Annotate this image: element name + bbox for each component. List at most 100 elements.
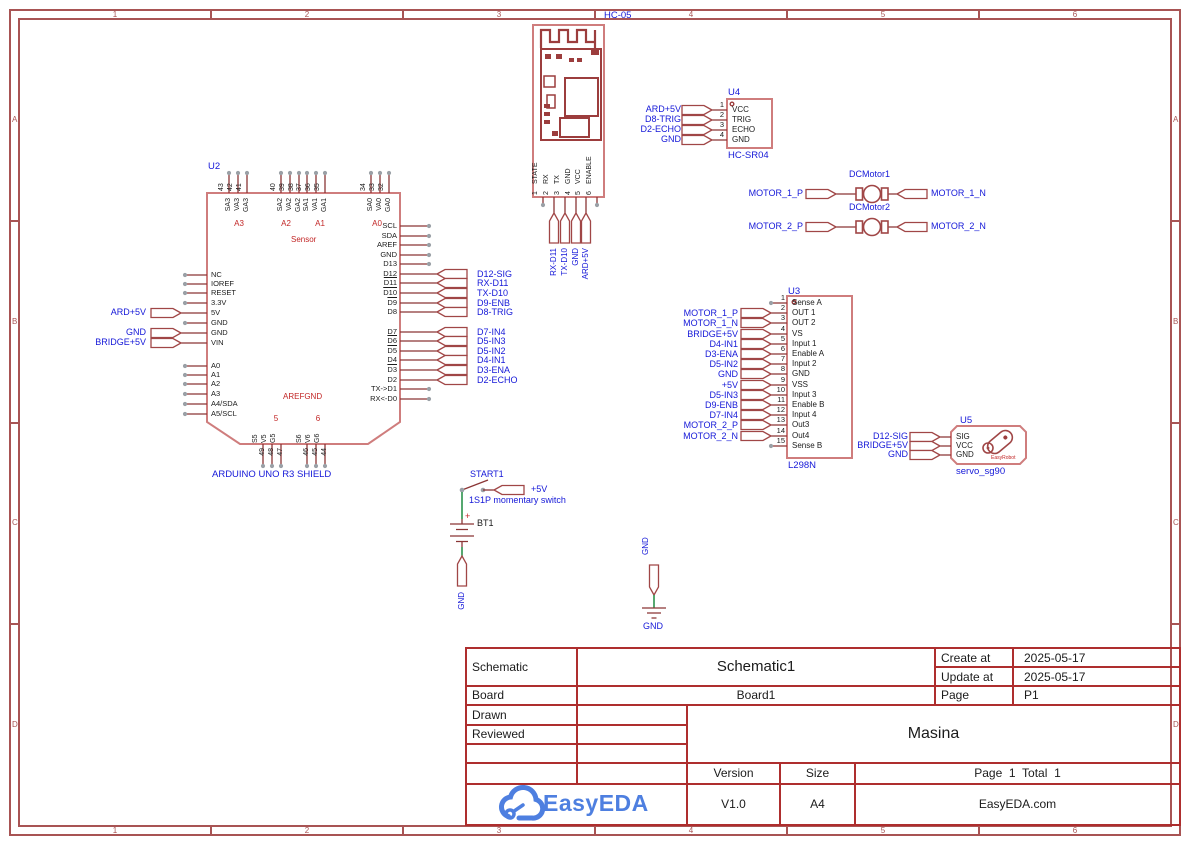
title-size-value[interactable]: A4 — [810, 797, 825, 811]
net-label[interactable]: MOTOR_2_P — [748, 221, 803, 231]
net-label[interactable]: D4-IN1 — [477, 355, 506, 365]
u4-pin-name: VCC — [732, 105, 749, 114]
u2-arduino-symbol[interactable] — [181, 170, 437, 469]
title-create-value[interactable]: 2025-05-17 — [1024, 651, 1086, 665]
net-label[interactable]: GND — [718, 369, 738, 379]
u2-pin-number: 35 — [314, 183, 321, 191]
dcmotor2-symbol[interactable] — [805, 217, 928, 237]
net-label[interactable]: D3-ENA — [704, 349, 738, 359]
net-label[interactable]: D5-IN2 — [477, 346, 506, 356]
u2-pin-number: 45 — [312, 448, 319, 456]
net-label[interactable]: ARD+5V — [110, 307, 146, 317]
dcmotor1-symbol[interactable] — [805, 184, 928, 204]
net-label[interactable]: MOTOR_1_N — [683, 318, 738, 328]
net-label[interactable]: BRIDGE+5V — [687, 329, 738, 339]
net-label[interactable]: D8-TRIG — [645, 114, 681, 124]
net-label[interactable]: BRIDGE+5V — [857, 440, 908, 450]
hc05-refdes[interactable]: HC-05 — [604, 10, 632, 21]
title-schematic-value[interactable]: Schematic1 — [716, 658, 796, 675]
net-label[interactable]: D9-ENB — [704, 400, 738, 410]
dcmotor2-refdes[interactable]: DCMotor2 — [849, 202, 891, 212]
frame-column-label: 3 — [496, 10, 502, 19]
start-switch-refdes[interactable]: START1 — [470, 469, 504, 479]
u5-net-flags[interactable] — [909, 431, 941, 461]
net-label[interactable]: TX-D10 — [477, 288, 509, 298]
u4-hcsr04-symbol[interactable] — [712, 98, 773, 149]
net-label[interactable]: D2-ECHO — [640, 124, 681, 134]
u4-pin-number: 1 — [719, 100, 724, 109]
u3-part-name[interactable]: L298N — [788, 460, 816, 471]
gnd-symbol-label[interactable]: GND — [643, 621, 663, 631]
net-label[interactable]: GND — [888, 449, 908, 459]
u4-net-flags[interactable] — [681, 104, 713, 146]
net-label[interactable]: GND — [571, 248, 580, 266]
net-label[interactable]: D7-IN4 — [709, 410, 738, 420]
net-label[interactable]: GND — [457, 592, 466, 610]
net-label[interactable]: +5V — [531, 484, 548, 494]
u2-pin-number: 32 — [378, 183, 385, 191]
net-label[interactable]: RX-D11 — [549, 248, 558, 276]
u5-part-name[interactable]: servo_sg90 — [956, 466, 1006, 477]
title-page-value[interactable]: P1 — [1024, 688, 1039, 702]
net-label[interactable]: D5-IN2 — [709, 359, 738, 369]
net-label[interactable]: D3-ENA — [477, 365, 511, 375]
hc05-module[interactable] — [532, 24, 605, 213]
title-project-name[interactable]: Masina — [907, 725, 960, 742]
battery-symbol[interactable] — [450, 492, 474, 556]
net-label[interactable]: D5-IN3 — [477, 336, 506, 346]
u3-net-flags[interactable] — [740, 307, 772, 442]
u5-servo-symbol[interactable] — [940, 425, 1027, 465]
u2-net-flags[interactable] — [150, 268, 468, 386]
net-label[interactable]: D8-TRIG — [477, 307, 513, 317]
u3-refdes[interactable]: U3 — [788, 286, 801, 297]
hc05-pin-name: GND — [565, 168, 572, 184]
net-label[interactable]: ARD+5V — [645, 104, 681, 114]
net-label[interactable]: GND — [661, 134, 681, 144]
u3-pin-name: GND — [792, 369, 810, 378]
u5-refdes[interactable]: U5 — [960, 415, 973, 426]
u3-pin-number: 7 — [780, 354, 785, 363]
net-label[interactable]: D12-SIG — [477, 269, 513, 279]
net-label[interactable]: ARD+5V — [581, 248, 590, 280]
u2-pin-name: GND — [380, 250, 397, 259]
net-label[interactable]: D9-ENB — [477, 298, 511, 308]
net-label[interactable]: RX-D11 — [477, 278, 509, 288]
u2-part-name[interactable]: ARDUINO UNO R3 SHIELD — [212, 469, 332, 480]
net-label[interactable]: MOTOR_2_P — [683, 420, 738, 430]
net-label[interactable]: MOTOR_2_N — [683, 431, 738, 441]
gnd-flag-middle[interactable] — [642, 564, 666, 619]
net-label[interactable]: MOTOR_1_N — [931, 188, 986, 198]
hc05-net-flags[interactable] — [548, 212, 592, 244]
net-label[interactable]: D4-IN1 — [709, 339, 738, 349]
hc05-pin-number: 2 — [543, 191, 550, 195]
net-label[interactable]: MOTOR_1_P — [748, 188, 803, 198]
title-version-value[interactable]: V1.0 — [721, 797, 746, 811]
net-label[interactable]: D2-ECHO — [477, 375, 518, 385]
title-update-value[interactable]: 2025-05-17 — [1024, 670, 1086, 684]
net-label[interactable]: GND — [126, 327, 146, 337]
u3-l298n-symbol[interactable] — [768, 295, 853, 459]
net-label[interactable]: GND — [641, 537, 650, 555]
net-label[interactable]: BRIDGE+5V — [95, 337, 146, 347]
net-label[interactable]: D5-IN3 — [709, 390, 738, 400]
title-board-value[interactable]: Board1 — [736, 688, 776, 702]
u2-refdes[interactable]: U2 — [208, 161, 221, 172]
gnd-flag-battery[interactable] — [456, 555, 468, 587]
u4-part-name[interactable]: HC-SR04 — [728, 150, 769, 161]
net-label[interactable]: +5V — [721, 380, 738, 390]
net-label[interactable]: TX-D10 — [560, 248, 569, 276]
net-label[interactable]: MOTOR_1_P — [683, 308, 738, 318]
u4-refdes[interactable]: U4 — [728, 87, 741, 98]
dcmotor1-refdes[interactable]: DCMotor1 — [849, 169, 891, 179]
u2-pin-number: 44 — [321, 448, 328, 456]
net-label[interactable]: D7-IN4 — [477, 327, 506, 337]
net-label[interactable]: D12-SIG — [872, 431, 908, 441]
u3-pin-number: 10 — [776, 385, 785, 394]
u2-pin-name: RX<-D0 — [370, 394, 397, 403]
net-label[interactable]: MOTOR_2_N — [931, 221, 986, 231]
start-switch-symbol[interactable] — [459, 479, 525, 496]
u3-pin-number: 3 — [780, 313, 785, 322]
easyeda-logo-text: EasyEDA — [543, 790, 649, 816]
battery-refdes[interactable]: BT1 — [477, 518, 494, 528]
